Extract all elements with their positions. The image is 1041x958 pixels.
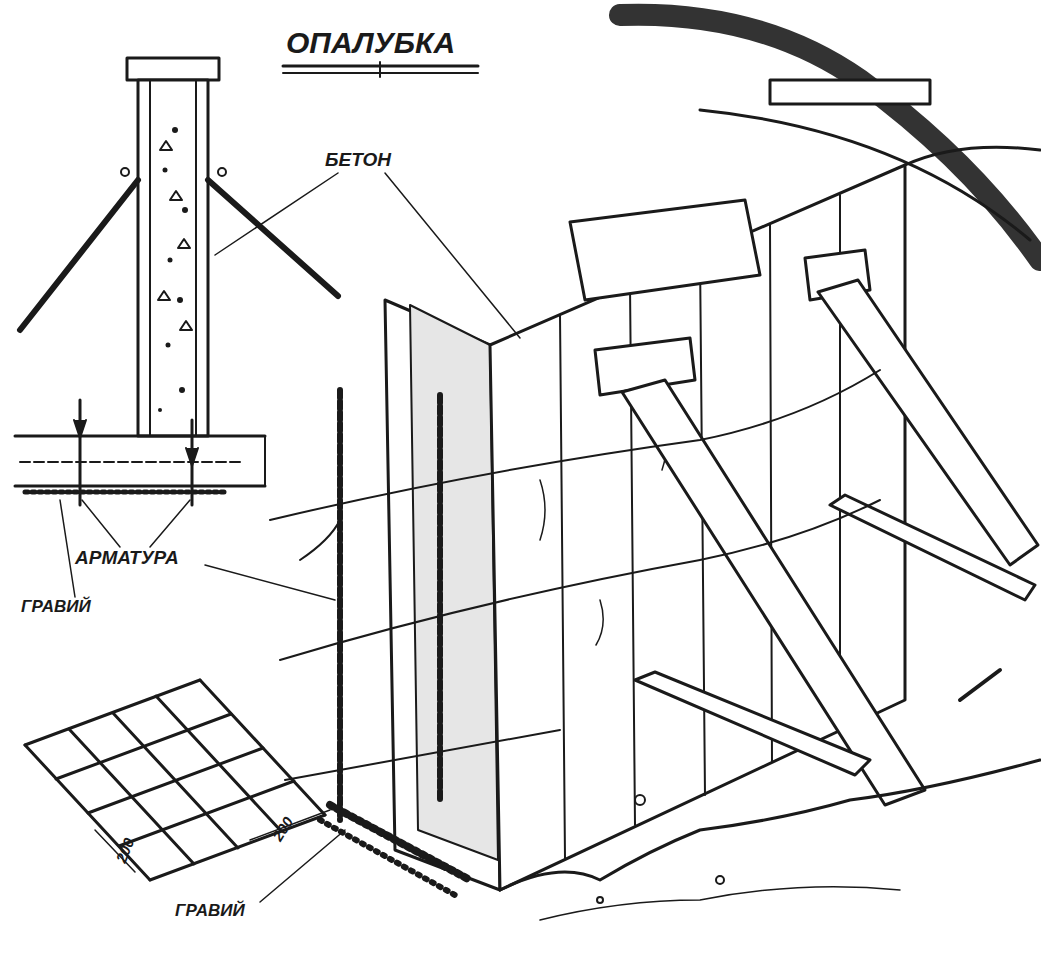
- rebar: [270, 370, 880, 820]
- section-view-part: [74, 420, 86, 438]
- braces: [622, 280, 1038, 805]
- formwork-panels-part: [385, 300, 500, 890]
- formwork-panels-part: [905, 147, 1040, 165]
- gravel-ground-part: [597, 897, 603, 903]
- dimension-label: 200: [268, 812, 298, 847]
- leader-lines: [60, 173, 520, 902]
- reinforcement-mesh-part: [156, 696, 281, 831]
- rebar-part: [300, 520, 340, 560]
- section-view-part: [20, 180, 138, 330]
- gravel-ground-part: [320, 820, 455, 895]
- diagram-title: ОПАЛУБКА: [283, 26, 458, 59]
- braces-part: [635, 672, 870, 775]
- gravel-ground-part: [330, 805, 470, 880]
- section-view-part: [168, 258, 173, 263]
- section-view-part: [158, 127, 188, 412]
- rebar-part: [285, 730, 560, 780]
- leader-lines-part: [205, 565, 335, 600]
- section-view-part: [182, 207, 188, 213]
- gravel-ground-part: [635, 795, 645, 805]
- formwork-panels-part: [490, 165, 905, 890]
- gravel-ground: [320, 760, 1040, 920]
- part-label: АРМАТУРА: [72, 548, 182, 569]
- section-view-part: [208, 180, 338, 296]
- section-view-part: [15, 485, 265, 488]
- rebar-part: [270, 370, 880, 520]
- section-view-part: [149, 80, 151, 436]
- formwork-panels-part: [410, 305, 498, 860]
- section-view-part: [127, 58, 219, 80]
- leader-lines-part: [150, 500, 190, 547]
- gravel-ground-part: [540, 887, 900, 920]
- section-view-part: [20, 461, 240, 463]
- leader-lines-part: [82, 500, 120, 547]
- part-label: ГРАВИЙ: [18, 598, 94, 617]
- formwork-panels: [385, 147, 1040, 890]
- section-view-part: [163, 168, 168, 173]
- section-view-part: [186, 448, 198, 466]
- rebar-part: [337, 390, 343, 820]
- section-view-part: [195, 80, 197, 436]
- braces-part: [960, 670, 1000, 700]
- part-label: БЕТОН: [322, 150, 394, 171]
- section-view-part: [166, 343, 171, 348]
- arch-background-part: [770, 80, 930, 104]
- section-view-part: [172, 127, 178, 133]
- reinforcement-mesh-part: [25, 745, 150, 880]
- rebar-part: [280, 500, 880, 660]
- gravel-ground-part: [500, 760, 1040, 890]
- leader-lines-part: [385, 173, 520, 338]
- dimension-lines: [95, 810, 330, 872]
- section-view-part: [121, 168, 129, 176]
- title-underline-part: [379, 62, 381, 77]
- section-view-part: [15, 435, 265, 438]
- braces-part: [818, 280, 1038, 565]
- reinforcement-mesh: [25, 680, 325, 880]
- reinforcement-mesh-part: [200, 680, 325, 815]
- title-underline: [283, 62, 478, 77]
- section-view-part: [79, 400, 82, 505]
- section-view-part: [179, 387, 185, 393]
- braces-part: [830, 495, 1035, 600]
- section-view-part: [264, 436, 266, 486]
- section-view-part: [158, 141, 192, 330]
- rebar-part: [437, 395, 443, 800]
- formwork-panels-part: [770, 225, 772, 762]
- section-view-part: [158, 408, 162, 412]
- part-label: ГРАВИЙ: [172, 902, 248, 921]
- gravel-ground-part: [716, 876, 724, 884]
- leader-lines-part: [215, 173, 338, 255]
- section-view: [15, 58, 338, 505]
- section-view-part: [25, 490, 225, 495]
- section-view-part: [138, 80, 208, 436]
- section-view-part: [218, 168, 226, 176]
- section-view-part: [177, 297, 183, 303]
- formwork-panels-part: [700, 255, 705, 795]
- cross-bars-part: [570, 200, 760, 300]
- reinforcement-mesh-part: [113, 713, 238, 848]
